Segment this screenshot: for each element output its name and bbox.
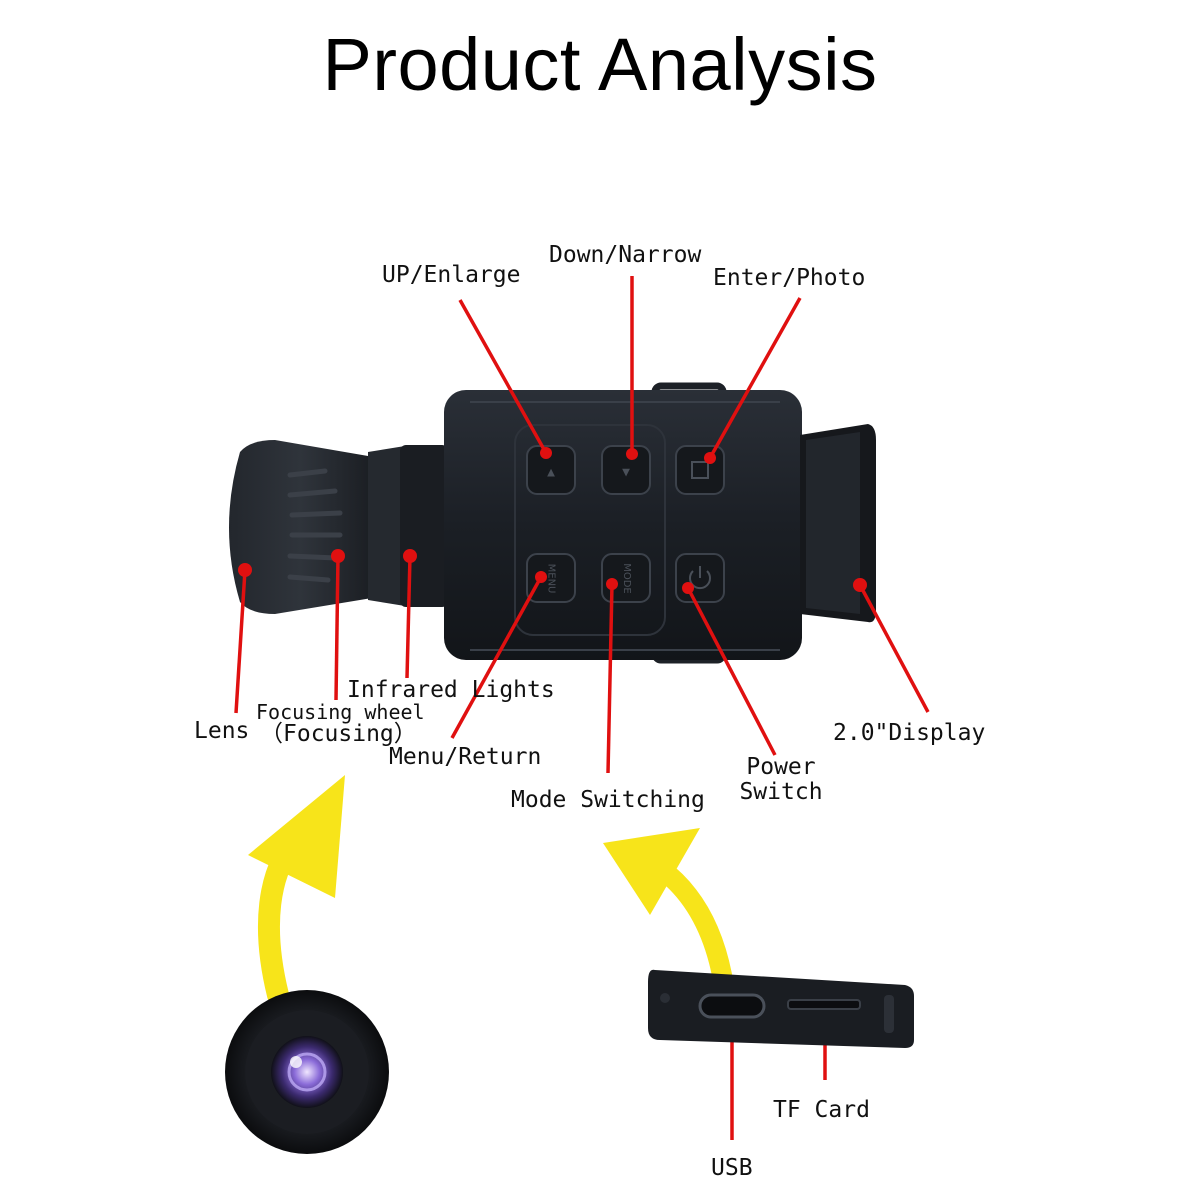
button-menu <box>526 553 576 603</box>
svg-text:▲: ▲ <box>547 465 555 480</box>
side-ridge <box>884 995 894 1033</box>
infrared-housing <box>400 445 448 607</box>
label-display: 2.0"Display <box>833 720 986 746</box>
label-focusing: （Focusing） <box>260 721 417 747</box>
callout-lens <box>234 569 247 714</box>
callout-lines <box>234 276 930 1140</box>
svg-text:▼: ▼ <box>622 465 630 480</box>
label-mode-switching: Mode Switching <box>511 787 705 813</box>
button-menu-glyph: MENU <box>527 554 575 602</box>
reset-hole <box>660 993 670 1003</box>
monocular-device: ▲ ▼ <box>229 382 876 664</box>
usb-port <box>698 993 766 1019</box>
label-up-enlarge: UP/Enlarge <box>382 262 521 288</box>
page-title: Product Analysis <box>322 23 878 106</box>
label-focusing-wheel: Focusing wheel <box>256 700 425 724</box>
label-lens: Lens <box>194 718 250 744</box>
callout-power <box>686 587 777 756</box>
tf-card-slot <box>787 999 861 1010</box>
lens-collar <box>368 446 405 606</box>
label-power: Power <box>746 754 816 780</box>
side-panel-closeup <box>648 969 914 1048</box>
label-switch: Switch <box>739 779 823 805</box>
lens-closeup <box>225 990 389 1154</box>
label-down-narrow: Down/Narrow <box>549 242 702 268</box>
device-body <box>444 390 802 660</box>
focus-ridges <box>287 468 343 583</box>
label-enter-photo: Enter/Photo <box>713 265 866 291</box>
yellow-arrow-left <box>248 775 345 1006</box>
label-usb: USB <box>711 1155 753 1181</box>
button-down: ▼ <box>601 445 651 495</box>
menu-text: MENU <box>545 563 557 593</box>
label-menu-return: Menu/Return <box>389 744 542 770</box>
mode-text: MODE <box>620 562 632 594</box>
yellow-arrow-right <box>603 828 732 985</box>
lens-hood <box>229 440 372 614</box>
label-power-switch: Power Switch <box>735 755 827 805</box>
callout-menu <box>450 576 543 739</box>
callout-infrared <box>405 555 412 679</box>
label-infrared-lights: Infrared Lights <box>347 677 555 703</box>
button-mode <box>601 553 651 603</box>
button-mode-glyph: MODE <box>602 554 650 602</box>
button-enter <box>675 445 725 495</box>
button-up: ▲ <box>526 445 576 495</box>
callout-enter <box>708 297 802 459</box>
callout-focusing <box>334 555 340 701</box>
button-power <box>675 553 725 603</box>
label-tf-card: TF Card <box>773 1097 870 1123</box>
callout-mode <box>606 583 614 774</box>
callout-up <box>458 299 548 454</box>
callout-display <box>858 584 930 713</box>
